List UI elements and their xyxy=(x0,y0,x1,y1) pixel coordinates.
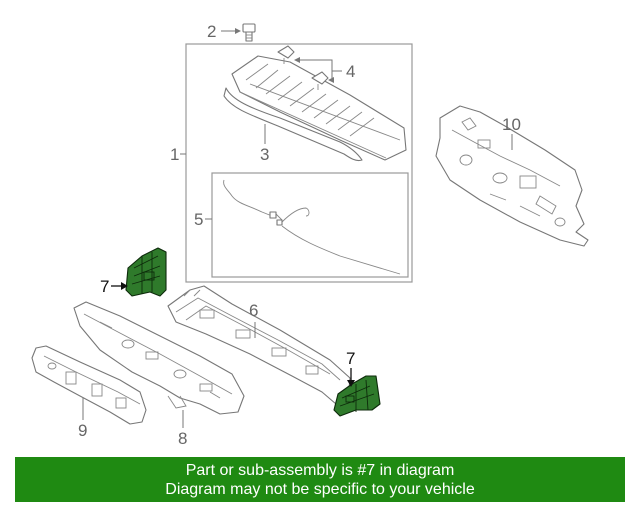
callout-7-left-label: 7 xyxy=(100,277,109,296)
part-3-cowl-cover[interactable] xyxy=(223,55,407,162)
callout-4[interactable]: 4 xyxy=(294,57,355,83)
callout-7-right-label: 7 xyxy=(346,349,355,368)
callout-6-label: 6 xyxy=(249,301,258,320)
callout-2[interactable]: 2 xyxy=(207,22,241,41)
callout-8-label: 8 xyxy=(178,429,187,448)
part-4-clips[interactable] xyxy=(277,45,329,90)
part-10-dash-panel[interactable] xyxy=(435,105,589,247)
part-2-bolt[interactable] xyxy=(242,23,256,42)
callout-1-label: 1 xyxy=(170,145,179,164)
callout-5[interactable]: 5 xyxy=(194,210,212,229)
callout-5-label: 5 xyxy=(194,210,203,229)
notice-banner: Part or sub-assembly is #7 in diagram Di… xyxy=(15,457,625,502)
callout-8[interactable]: 8 xyxy=(178,410,187,448)
callout-7-left-arrow-icon xyxy=(121,282,128,290)
notice-line-2: Diagram may not be specific to your vehi… xyxy=(165,481,475,498)
assembly-5-box xyxy=(211,172,409,278)
part-8-lower-cowl[interactable] xyxy=(73,301,245,415)
callout-9[interactable]: 9 xyxy=(78,398,87,440)
callout-7-right-arrow-icon xyxy=(347,380,355,387)
callout-4-label: 4 xyxy=(346,62,355,81)
callout-9-label: 9 xyxy=(78,421,87,440)
callout-4-arrow-icon xyxy=(294,57,300,63)
callout-3[interactable]: 3 xyxy=(260,124,269,164)
callout-1[interactable]: 1 xyxy=(170,145,186,164)
notice-line-1: Part or sub-assembly is #7 in diagram xyxy=(185,462,455,479)
callout-4-arrow-icon xyxy=(328,77,334,83)
callout-2-label: 2 xyxy=(207,22,216,41)
part-5-washer-hose[interactable] xyxy=(223,179,401,275)
callout-10-label: 10 xyxy=(502,115,521,134)
callout-3-label: 3 xyxy=(260,145,269,164)
part-7-right-bracket[interactable] xyxy=(333,375,381,417)
part-7-left-bracket[interactable] xyxy=(125,247,167,297)
callout-7-left[interactable]: 7 xyxy=(100,277,128,296)
callout-7-right[interactable]: 7 xyxy=(346,349,355,387)
parts-diagram: 2 1 3 4 5 xyxy=(31,22,589,448)
callout-2-arrow-icon xyxy=(235,28,241,34)
callout-6[interactable]: 6 xyxy=(249,301,258,338)
callout-10[interactable]: 10 xyxy=(502,115,521,150)
assembly-1-box xyxy=(185,43,413,283)
part-9-extension-panel[interactable] xyxy=(31,345,147,425)
